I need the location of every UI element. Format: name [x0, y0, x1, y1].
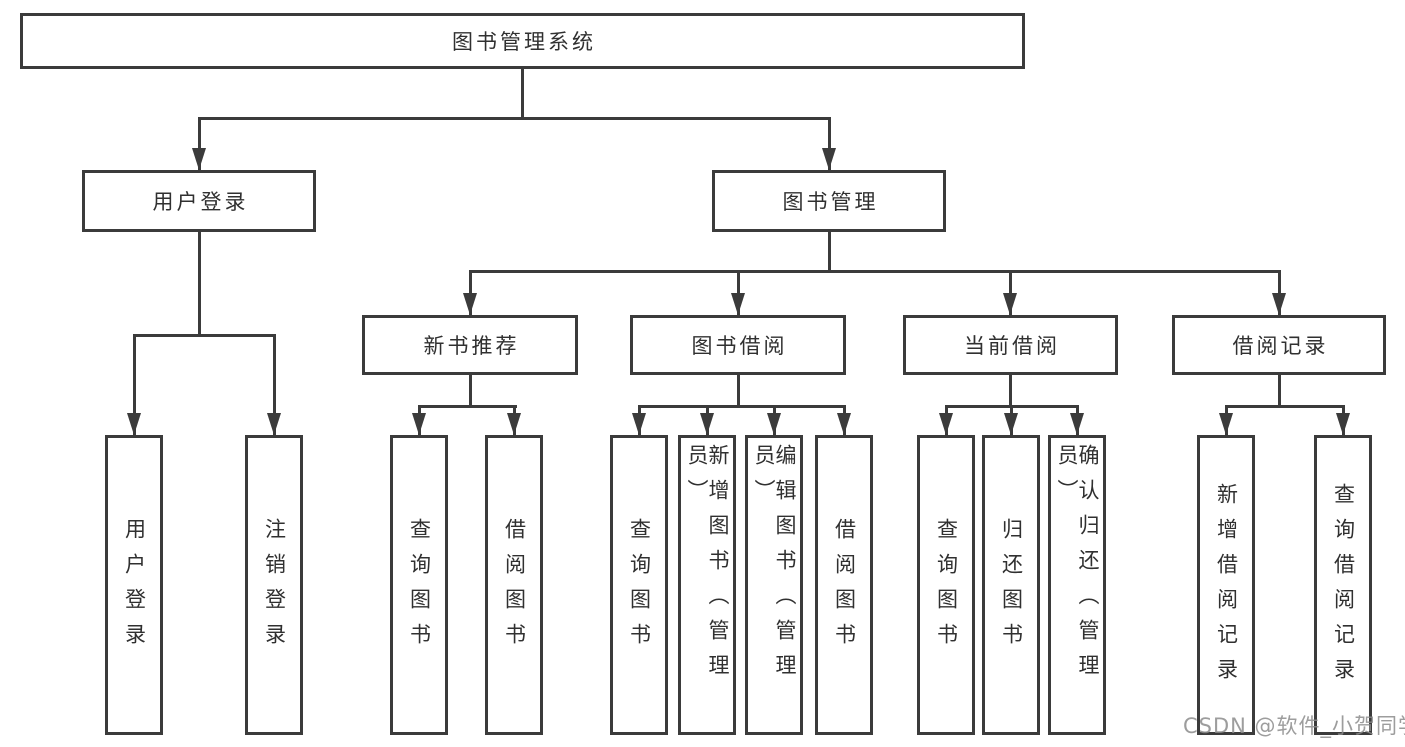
csdn-watermark: CSDN @软件_小贺同学 — [1183, 714, 1405, 738]
arrow-down-icon — [1003, 293, 1017, 315]
leaf-add-books-admin: 新增图书（管理员） — [678, 435, 736, 735]
node-user-login: 用户登录 — [82, 170, 316, 232]
leaf-borrow-books-borrowing: 借阅图书 — [815, 435, 873, 735]
arrow-down-icon — [1336, 413, 1350, 435]
arrow-down-icon — [412, 413, 426, 435]
node-new-book-recommendation: 新书推荐 — [362, 315, 578, 375]
arrow-down-icon — [192, 148, 206, 170]
leaf-logout: 注销登录 — [245, 435, 303, 735]
leaf-query-books-recommend: 查询图书 — [390, 435, 448, 735]
arrow-down-icon — [939, 413, 953, 435]
arrow-down-icon — [127, 413, 141, 435]
leaf-add-borrow-record: 新增借阅记录 — [1197, 435, 1255, 735]
arrow-down-icon — [463, 293, 477, 315]
connector-line — [133, 334, 276, 337]
connector-line — [828, 117, 831, 170]
arrow-down-icon — [1272, 293, 1286, 315]
connector-line — [1225, 405, 1345, 408]
connector-line — [1278, 270, 1281, 315]
arrow-down-icon — [1004, 413, 1018, 435]
leaf-query-books-current: 查询图书 — [917, 435, 975, 735]
connector-line — [1009, 270, 1012, 315]
connector-line — [469, 375, 472, 408]
arrow-down-icon — [267, 413, 281, 435]
arrow-down-icon — [767, 413, 781, 435]
leaf-return-books: 归还图书 — [982, 435, 1040, 735]
arrow-down-icon — [700, 413, 714, 435]
connector-line — [198, 117, 831, 120]
connector-line — [198, 117, 201, 170]
connector-line — [1009, 375, 1012, 408]
node-borrowing-records: 借阅记录 — [1172, 315, 1386, 375]
node-book-borrowing: 图书借阅 — [630, 315, 846, 375]
connector-line — [418, 405, 517, 408]
arrow-down-icon — [1070, 413, 1084, 435]
connector-line — [273, 334, 276, 435]
arrow-down-icon — [632, 413, 646, 435]
leaf-borrow-books-recommend: 借阅图书 — [485, 435, 543, 735]
leaf-user-login: 用户登录 — [105, 435, 163, 735]
connector-line — [828, 232, 831, 273]
connector-line — [469, 270, 1281, 273]
connector-line — [133, 334, 136, 435]
arrow-down-icon — [837, 413, 851, 435]
connector-line — [638, 405, 846, 408]
connector-line — [521, 69, 524, 119]
leaf-query-books-borrowing: 查询图书 — [610, 435, 668, 735]
leaf-edit-books-admin: 编辑图书（管理员） — [745, 435, 803, 735]
arrow-down-icon — [507, 413, 521, 435]
connector-line — [198, 232, 201, 337]
arrow-down-icon — [731, 293, 745, 315]
connector-line — [737, 270, 740, 315]
arrow-down-icon — [822, 148, 836, 170]
connector-line — [1278, 375, 1281, 408]
leaf-confirm-return-admin: 确认归还（管理员） — [1048, 435, 1106, 735]
node-book-management: 图书管理 — [712, 170, 946, 232]
connector-line — [469, 270, 472, 315]
leaf-query-borrow-record: 查询借阅记录 — [1314, 435, 1372, 735]
connector-line — [737, 375, 740, 408]
node-current-borrowing: 当前借阅 — [903, 315, 1118, 375]
arrow-down-icon — [1219, 413, 1233, 435]
node-library-management-system: 图书管理系统 — [20, 13, 1025, 69]
